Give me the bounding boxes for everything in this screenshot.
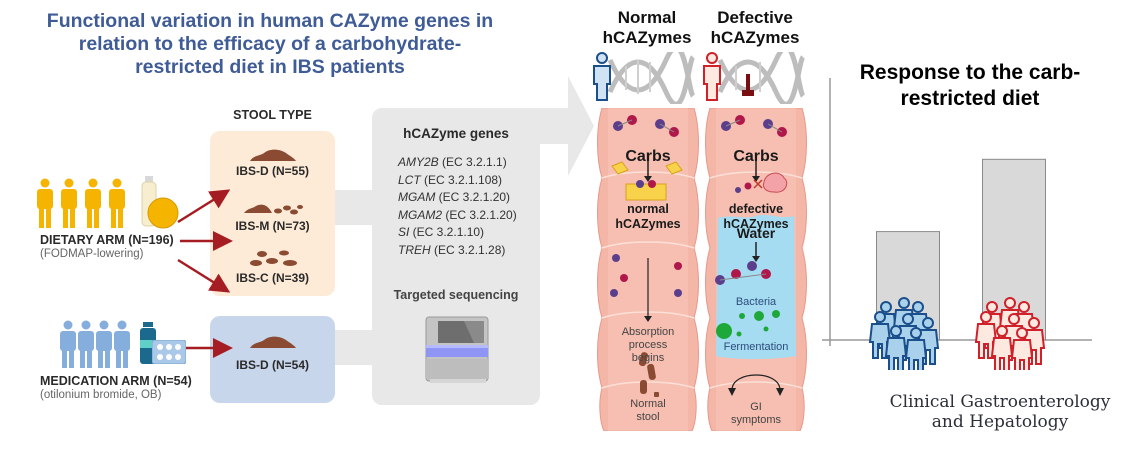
dna-icon-defective — [717, 52, 806, 104]
stool-hard-icon — [250, 250, 297, 266]
chart-title: Response to the carb-restricted diet — [859, 61, 1081, 110]
arrow-to-ibs-c — [177, 258, 231, 293]
fermentation-label: Fermentation — [723, 341, 789, 353]
gene-item: MGAM2 (EC 3.2.1.20) — [398, 207, 517, 222]
connector-medication — [335, 330, 375, 365]
title-line-3: restricted diet in IBS patients — [135, 56, 405, 78]
normal-carbs-label: Carbs — [625, 148, 671, 165]
dietary-arm-label: DIETARY ARM (N=196) — [40, 233, 174, 247]
gene-panel-heading: hCAZyme genes — [403, 126, 509, 141]
water-region — [716, 214, 796, 359]
gene-list: AMY2B (EC 3.2.1.1) LCT (EC 3.2.1.108) MG… — [398, 154, 517, 259]
gene-item: LCT (EC 3.2.1.108) — [398, 172, 503, 187]
gene-item: SI (EC 3.2.1.10) — [398, 225, 485, 239]
defective-heading: Defective hCAZymes — [710, 8, 800, 47]
connector-dietary — [335, 190, 375, 225]
gi-symptoms-arrows — [731, 374, 781, 391]
arrow-to-ibs-d — [177, 189, 231, 224]
response-chart — [822, 78, 1092, 370]
normal-person-icon — [593, 52, 611, 101]
intestine-normal-shape — [597, 108, 699, 431]
medication-stool-box: IBS-D (N=54) — [210, 316, 335, 403]
stool-label-ibs-m: IBS-M (N=73) — [235, 219, 310, 233]
stool-label-ibs-c: IBS-C (N=39) — [235, 271, 309, 285]
defective-person-icon — [703, 52, 721, 101]
targeted-sequencing-label: Targeted sequencing — [393, 288, 519, 302]
gene-item: TREH (EC 3.2.1.28) — [398, 242, 506, 257]
page-title: Functional variation in human CAZyme gen… — [20, 10, 520, 79]
stool-loose-icon — [250, 336, 296, 348]
dietary-people-icon — [37, 178, 125, 228]
gene-item: AMY2B (EC 3.2.1.1) — [398, 155, 507, 169]
dna-strip — [593, 52, 806, 104]
bacteria-label: Bacteria — [735, 296, 777, 308]
water-label: Water — [736, 225, 776, 241]
pill-blister-icon — [152, 340, 186, 364]
dna-icon-normal — [607, 52, 696, 104]
medication-arm-sublabel: (otilonium bromide, OB) — [40, 389, 162, 401]
stool-mixed-icon — [244, 204, 303, 215]
defective-carbs-label: Carbs — [733, 148, 779, 165]
dietary-arm-sublabel: (FODMAP-lowering) — [40, 248, 144, 260]
medication-people-icon — [60, 320, 130, 368]
title-line-2: relation to the efficacy of a carbohydra… — [78, 33, 462, 55]
dietary-stool-box: IBS-D (N=55) IBS-M (N=73) IBS-C (N=39) — [210, 131, 335, 296]
normal-enzyme-icon — [611, 161, 683, 201]
stool-label-ibs-d: IBS-D (N=55) — [235, 164, 309, 178]
stool-type-heading: STOOL TYPE — [233, 108, 312, 122]
journal-logo: Clinical Gastroenterology and Hepatology — [889, 392, 1111, 432]
intestine-defective-shape — [705, 108, 807, 431]
fermenting-carbs-icon — [715, 261, 771, 285]
medication-arm-label: MEDICATION ARM (N=54) — [40, 374, 192, 388]
normal-heading: Normal hCAZymes — [602, 8, 692, 47]
orange-icon — [147, 197, 179, 229]
arm-arrows — [177, 189, 233, 358]
sequencer-icon — [425, 316, 489, 383]
gene-panel: hCAZyme genes AMY2B (EC 3.2.1.1) LCT (EC… — [372, 108, 540, 405]
title-line-1: Functional variation in human CAZyme gen… — [46, 10, 494, 32]
big-arrow-head — [522, 76, 594, 176]
carb-molecules-icon — [613, 115, 679, 137]
people-group-red-icon — [974, 297, 1046, 370]
normal-stool-icon — [638, 352, 659, 397]
gene-item: MGAM (EC 3.2.1.20) — [398, 190, 511, 204]
stool-label-ibs-d-medication: IBS-D (N=54) — [235, 358, 309, 372]
stool-loose-icon — [250, 149, 296, 161]
carb-molecules-icon — [721, 115, 787, 137]
mutation-marker-icon — [742, 74, 754, 96]
defective-enzyme-icon — [735, 172, 788, 193]
people-group-blue-icon — [868, 297, 940, 370]
bacteria-icon — [716, 310, 780, 339]
